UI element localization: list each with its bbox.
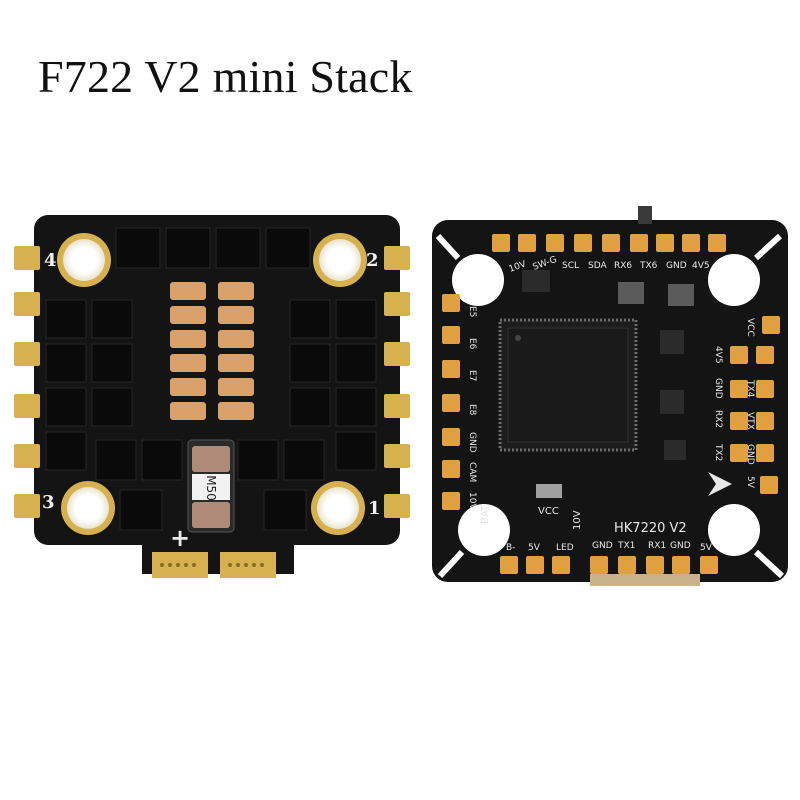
esc-inductor-label: M50 xyxy=(204,475,218,501)
fc-mount-hole xyxy=(708,233,783,306)
esc-label-motor-1: 1 xyxy=(368,498,381,519)
fc-right-label: GND xyxy=(745,444,755,465)
fc-mount-hole xyxy=(435,233,504,306)
esc-current-shunt xyxy=(187,439,235,533)
esc-label-motor-4: 4 xyxy=(44,250,57,271)
fc-top-label: 4V5 xyxy=(692,261,710,271)
fc-right-label: TX4 xyxy=(745,379,755,398)
fc-bottom-label: LED xyxy=(556,543,574,553)
fc-left-label: E8 xyxy=(467,404,477,416)
product-title: F722 V2 mini Stack xyxy=(38,51,413,102)
fc-label-vcc: VCC xyxy=(538,506,559,517)
esc-right-motor-pads xyxy=(384,246,410,518)
fc-bottom-label: GND xyxy=(670,541,691,551)
esc-left-motor-pads xyxy=(14,246,40,518)
fc-left-label: 10V xyxy=(467,492,477,510)
fc-mount-hole xyxy=(708,504,785,579)
esc-battery-pads xyxy=(152,552,276,578)
fc-label-10v: 10V xyxy=(572,510,583,530)
fc-small-components xyxy=(522,270,700,586)
fc-top-label: SCL xyxy=(562,261,579,271)
esc-plus-label: + xyxy=(170,524,190,552)
fc-bottom-label: TX1 xyxy=(617,541,635,551)
fc-direction-arrow-icon xyxy=(708,472,732,496)
fc-model-label: HK7220 V2 xyxy=(614,521,687,536)
esc-mount-hole xyxy=(61,481,115,535)
fc-right-label: VCC xyxy=(745,318,755,337)
fc-boot-button xyxy=(638,206,652,224)
fc-left-label: CAM xyxy=(467,462,477,482)
fc-label-bat: BAT xyxy=(480,504,491,524)
fc-left-label: E6 xyxy=(467,338,477,350)
esc-mount-hole xyxy=(57,233,111,287)
fc-bottom-label: GND xyxy=(592,541,613,551)
esc-label-motor-2: 2 xyxy=(366,250,379,271)
fc-right-label: VTX xyxy=(745,412,755,430)
fc-right-label: 4V5 xyxy=(713,346,723,364)
fc-right-pads xyxy=(730,316,780,494)
fc-bottom-label: B- xyxy=(506,543,515,553)
fc-board: HK7220 V2 BAT VCC 10V SW-G 10V SCL SDA R… xyxy=(432,206,788,586)
fc-mount-hole xyxy=(437,504,510,579)
esc-mount-hole xyxy=(311,481,365,535)
esc-mount-hole xyxy=(313,233,367,287)
fc-top-label: GND xyxy=(666,261,687,271)
fc-right-label: 5V xyxy=(745,476,755,489)
esc-capacitors xyxy=(170,282,254,420)
esc-board: M50 4 2 3 1 + xyxy=(14,215,410,578)
fc-bottom-pads xyxy=(500,556,718,574)
fc-left-pads xyxy=(442,294,460,510)
fc-right-label: RX2 xyxy=(713,410,723,428)
fc-bottom-label: 5V xyxy=(700,543,713,553)
fc-top-label: TX6 xyxy=(639,261,658,271)
fc-bottom-label: RX1 xyxy=(648,541,666,551)
fc-right-label: TX2 xyxy=(713,443,723,461)
esc-label-motor-3: 3 xyxy=(42,492,55,513)
fc-top-label: RX6 xyxy=(614,261,632,271)
fc-top-pads xyxy=(492,234,726,252)
fc-left-label: E5 xyxy=(467,306,477,317)
fc-left-label: GND xyxy=(467,432,477,453)
fc-top-label: SDA xyxy=(588,261,607,271)
fc-mcu-chip xyxy=(498,318,638,452)
esc-mosfets xyxy=(45,227,377,531)
fc-bottom-label: 5V xyxy=(528,543,541,553)
fc-right-label: GND xyxy=(713,378,723,399)
fc-left-label: E7 xyxy=(467,370,477,381)
